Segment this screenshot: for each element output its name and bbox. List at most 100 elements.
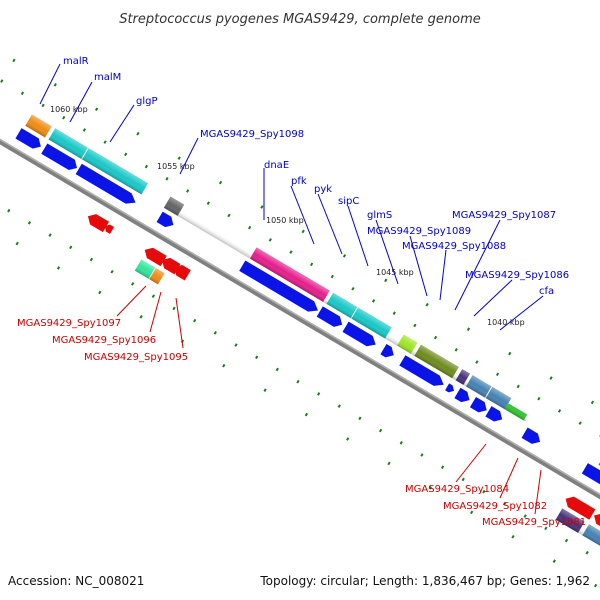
cds-arrow[interactable] [156,211,177,230]
leader-line [116,285,147,317]
gene-label[interactable]: MGAS9429_Spy1089 [367,226,471,237]
leader-line [473,279,513,317]
cds-arrow-reverse[interactable] [171,262,191,281]
cds-arrow-reverse[interactable] [563,494,596,520]
tick-mark [27,221,32,225]
gene-label[interactable]: glmS [367,210,392,221]
backbone [0,118,600,531]
tick-mark [222,363,226,368]
tick-mark [94,107,99,112]
scale-label: 1050 kbp [266,216,304,225]
tick-mark [330,274,334,279]
tick-mark [98,290,102,295]
tick-mark [131,282,135,286]
cds-arrow[interactable] [581,463,600,498]
tick-mark [69,245,73,250]
reverse-shade-2 [555,508,600,551]
cds-arrow[interactable] [521,427,544,446]
tick-mark [296,379,300,384]
gene-label[interactable]: MGAS9429_Spy1081 [482,517,586,528]
tick-mark [301,229,305,234]
tick-mark [544,526,548,531]
gene-label[interactable]: glgP [136,96,158,107]
gene-label[interactable]: pyk [314,184,332,195]
tick-mark [136,131,140,136]
tick-mark [144,164,148,169]
gene-label[interactable]: dnaE [264,160,289,171]
tick-mark [289,250,293,254]
tick-mark [213,331,217,335]
gene-label[interactable]: MGAS9429_Spy1086 [465,270,569,281]
cds-arrow[interactable] [41,143,80,173]
scale-label: 1045 kbp [376,268,414,277]
accession-text: Accession: NC_008021 [8,574,144,588]
cds-arrow[interactable] [239,260,321,316]
tick-mark [82,128,87,132]
gene-label[interactable]: cfa [539,286,554,297]
leader-line [69,81,93,123]
tick-mark [268,238,272,242]
cds-arrow[interactable] [342,321,379,350]
cds-arrow[interactable] [399,355,446,390]
tick-mark [346,437,350,441]
cds-arrow[interactable] [75,163,139,208]
reverse-label-text: MGAS9429_Spy1097 MGAS9429_Spy1096 MGAS94… [17,318,586,528]
tick-mark [413,323,417,328]
tick-mark [275,367,279,372]
tick-mark [433,335,438,340]
leader-line [499,457,519,499]
gene-label[interactable]: MGAS9429_Spy1082 [443,501,547,512]
scale-label: 1040 kbp [487,318,525,327]
gene-label[interactable]: MGAS9429_Spy1084 [405,484,509,495]
tick-mark [317,392,321,396]
scale-labels: 1060 kbp 1055 kbp 1050 kbp 1045 kbp 1040… [50,105,525,327]
tick-mark [557,409,562,413]
gene-label[interactable]: sipC [338,196,359,207]
gene-label[interactable]: MGAS9429_Spy1096 [52,335,156,346]
tick-mark [564,538,569,543]
tick-mark [358,416,362,421]
genome-track [0,58,600,588]
tick-mark [378,428,383,433]
cds-arrow[interactable] [316,306,345,330]
gene-label[interactable]: MGAS9429_Spy1087 [452,210,556,221]
leader-line [347,205,369,267]
tick-mark [218,180,223,185]
cds-arrow[interactable] [445,383,456,394]
gene-label[interactable]: pfk [291,176,307,187]
tick-mark [578,421,582,425]
tick-mark [151,294,155,298]
gene-label[interactable]: MGAS9429_Spy1088 [402,241,506,252]
tick-mark [206,201,210,206]
tick-mark [470,510,474,515]
tick-mark [420,453,424,457]
gene-label[interactable]: malR [63,56,89,67]
cds-arrow[interactable] [469,396,490,415]
tick-mark [7,208,11,213]
reverse-shade-1 [134,259,165,285]
tick-mark [371,299,376,303]
cds-arrow[interactable] [454,387,472,405]
cds-arrow[interactable] [485,406,505,424]
tick-mark [53,83,57,87]
tick-mark [502,502,507,506]
tick-mark [590,400,595,405]
cds-arrow-reverse[interactable] [103,223,115,234]
scale-label: 1055 kbp [157,162,195,171]
gene-label[interactable]: MGAS9429_Spy1098 [200,129,304,140]
gene-label[interactable]: malM [94,72,121,83]
leader-line [179,137,199,175]
cds-arrow[interactable] [380,344,396,360]
tick-mark [89,257,94,262]
gene-label[interactable]: MGAS9429_Spy1095 [84,352,188,363]
cds-arrow-reverse[interactable] [85,211,110,233]
tick-mark [234,343,238,347]
tick-mark [62,115,66,120]
leader-line [175,297,184,349]
tick-mark [523,514,527,518]
tick-mark [508,351,512,356]
gene-label[interactable]: MGAS9429_Spy1097 [17,318,121,329]
cds-arrow-reverse[interactable] [142,245,167,267]
scale-label: 1060 kbp [50,105,88,114]
cds-arrow[interactable] [15,128,43,152]
